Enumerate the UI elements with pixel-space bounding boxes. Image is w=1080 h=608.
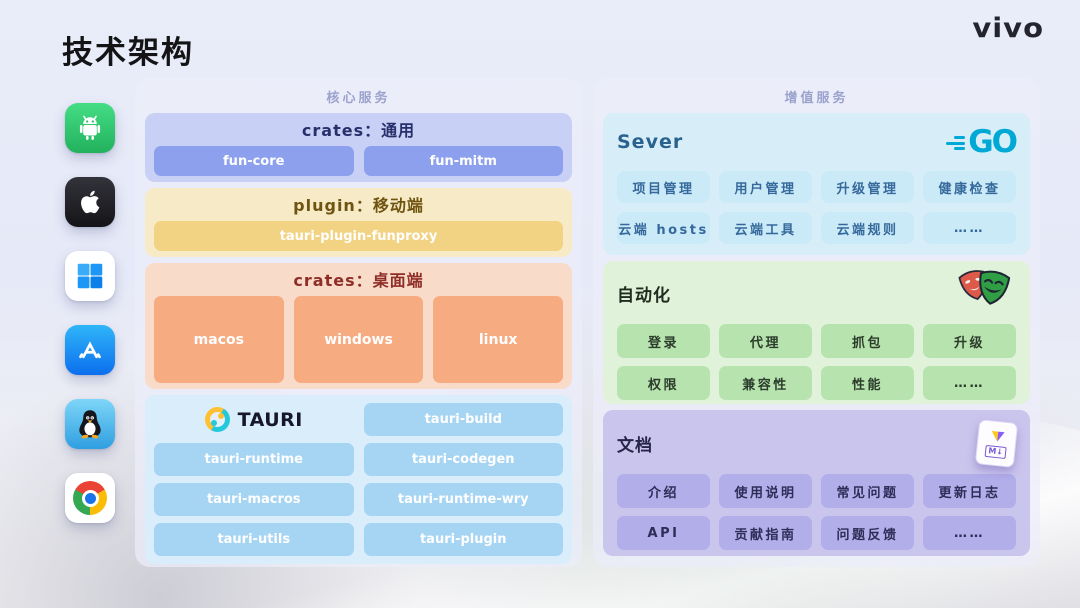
theater-masks-icon — [954, 266, 1016, 320]
core-panel: 核心服务 crates：通用 fun-core fun-mitm plugin：… — [135, 78, 582, 567]
chrome-icon — [65, 473, 115, 523]
section-server: Sever GO 项目管理 用户管理 升级管理 健康检查 云端 hosts 云端… — [603, 113, 1030, 255]
node-project-mgmt: 项目管理 — [617, 171, 710, 203]
section-plugin-mobile: plugin：移动端 tauri-plugin-funproxy — [145, 188, 572, 257]
node-upgrade-mgmt: 升级管理 — [821, 171, 914, 203]
vivo-logo: vivo — [972, 12, 1044, 44]
tauri-logo: TAURI — [154, 403, 354, 436]
section-docs: 文档 M↓ 介绍 使用说明 常见问题 更新日志 API 贡献指南 问题反馈 …… — [603, 410, 1030, 556]
node-user-mgmt: 用户管理 — [719, 171, 812, 203]
value-panel: 增值服务 Sever GO 项目管理 用户管理 升级管理 健康检查 云端 hos… — [593, 78, 1040, 567]
platform-sidebar — [65, 103, 115, 523]
section-automation: 自动化 — [603, 261, 1030, 404]
vitepress-markdown-icon: M↓ — [974, 418, 1019, 468]
node-fun-core: fun-core — [154, 146, 354, 176]
app-store-icon — [65, 325, 115, 375]
go-wordmark: GO — [968, 124, 1018, 160]
linux-tux-icon — [65, 399, 115, 449]
value-panel-header: 增值服务 — [784, 91, 849, 106]
section-crates-common: crates：通用 fun-core fun-mitm — [145, 113, 572, 182]
node-health-check: 健康检查 — [923, 171, 1016, 203]
node-tauri-runtime: tauri-runtime — [154, 443, 354, 476]
node-usage: 使用说明 — [719, 474, 812, 508]
page-title: 技术架构 — [62, 35, 194, 71]
node-linux: linux — [433, 296, 563, 383]
node-upgrade: 升级 — [923, 324, 1016, 358]
node-faq: 常见问题 — [821, 474, 914, 508]
section-title: 自动化 — [617, 285, 671, 306]
android-icon — [65, 103, 115, 153]
node-login: 登录 — [617, 324, 710, 358]
section-title: 文档 — [617, 435, 653, 456]
section-title: plugin：移动端 — [293, 196, 424, 215]
apple-icon — [65, 177, 115, 227]
node-more: …… — [923, 516, 1016, 550]
section-title: crates：通用 — [301, 121, 416, 140]
node-api: API — [617, 516, 710, 550]
node-compatibility: 兼容性 — [719, 366, 812, 400]
node-fun-mitm: fun-mitm — [363, 146, 563, 176]
node-macos: macos — [154, 296, 284, 383]
node-capture: 抓包 — [821, 324, 914, 358]
node-changelog: 更新日志 — [923, 474, 1016, 508]
node-tauri-macros: tauri-macros — [154, 483, 354, 516]
node-more: …… — [923, 366, 1016, 400]
node-intro: 介绍 — [617, 474, 710, 508]
node-tauri-plugin-funproxy: tauri-plugin-funproxy — [154, 221, 563, 251]
tauri-icon — [204, 407, 230, 432]
section-tauri: TAURI tauri-build tauri-runtime tauri-co… — [145, 395, 572, 564]
node-proxy: 代理 — [719, 324, 812, 358]
go-icon: GO — [946, 124, 1018, 160]
section-title: crates：桌面端 — [293, 271, 424, 290]
node-permission: 权限 — [617, 366, 710, 400]
node-windows: windows — [293, 296, 424, 383]
node-cloud-tools: 云端工具 — [719, 212, 812, 244]
node-performance: 性能 — [821, 366, 914, 400]
tauri-wordmark: TAURI — [237, 408, 303, 431]
node-tauri-plugin: tauri-plugin — [363, 523, 563, 556]
section-crates-desktop: crates：桌面端 macos windows linux — [145, 263, 572, 389]
core-panel-header: 核心服务 — [326, 91, 391, 106]
node-tauri-utils: tauri-utils — [154, 523, 354, 556]
windows-icon — [65, 251, 115, 301]
node-more: …… — [923, 212, 1016, 244]
node-feedback: 问题反馈 — [821, 516, 914, 550]
node-tauri-codegen: tauri-codegen — [363, 443, 563, 476]
markdown-badge: M↓ — [984, 443, 1007, 459]
node-cloud-rules: 云端规则 — [821, 212, 914, 244]
node-cloud-hosts: 云端 hosts — [617, 212, 710, 244]
node-tauri-build: tauri-build — [363, 403, 563, 436]
node-tauri-runtime-wry: tauri-runtime-wry — [363, 483, 563, 516]
node-contributing: 贡献指南 — [719, 516, 812, 550]
section-title: Sever — [617, 131, 684, 153]
